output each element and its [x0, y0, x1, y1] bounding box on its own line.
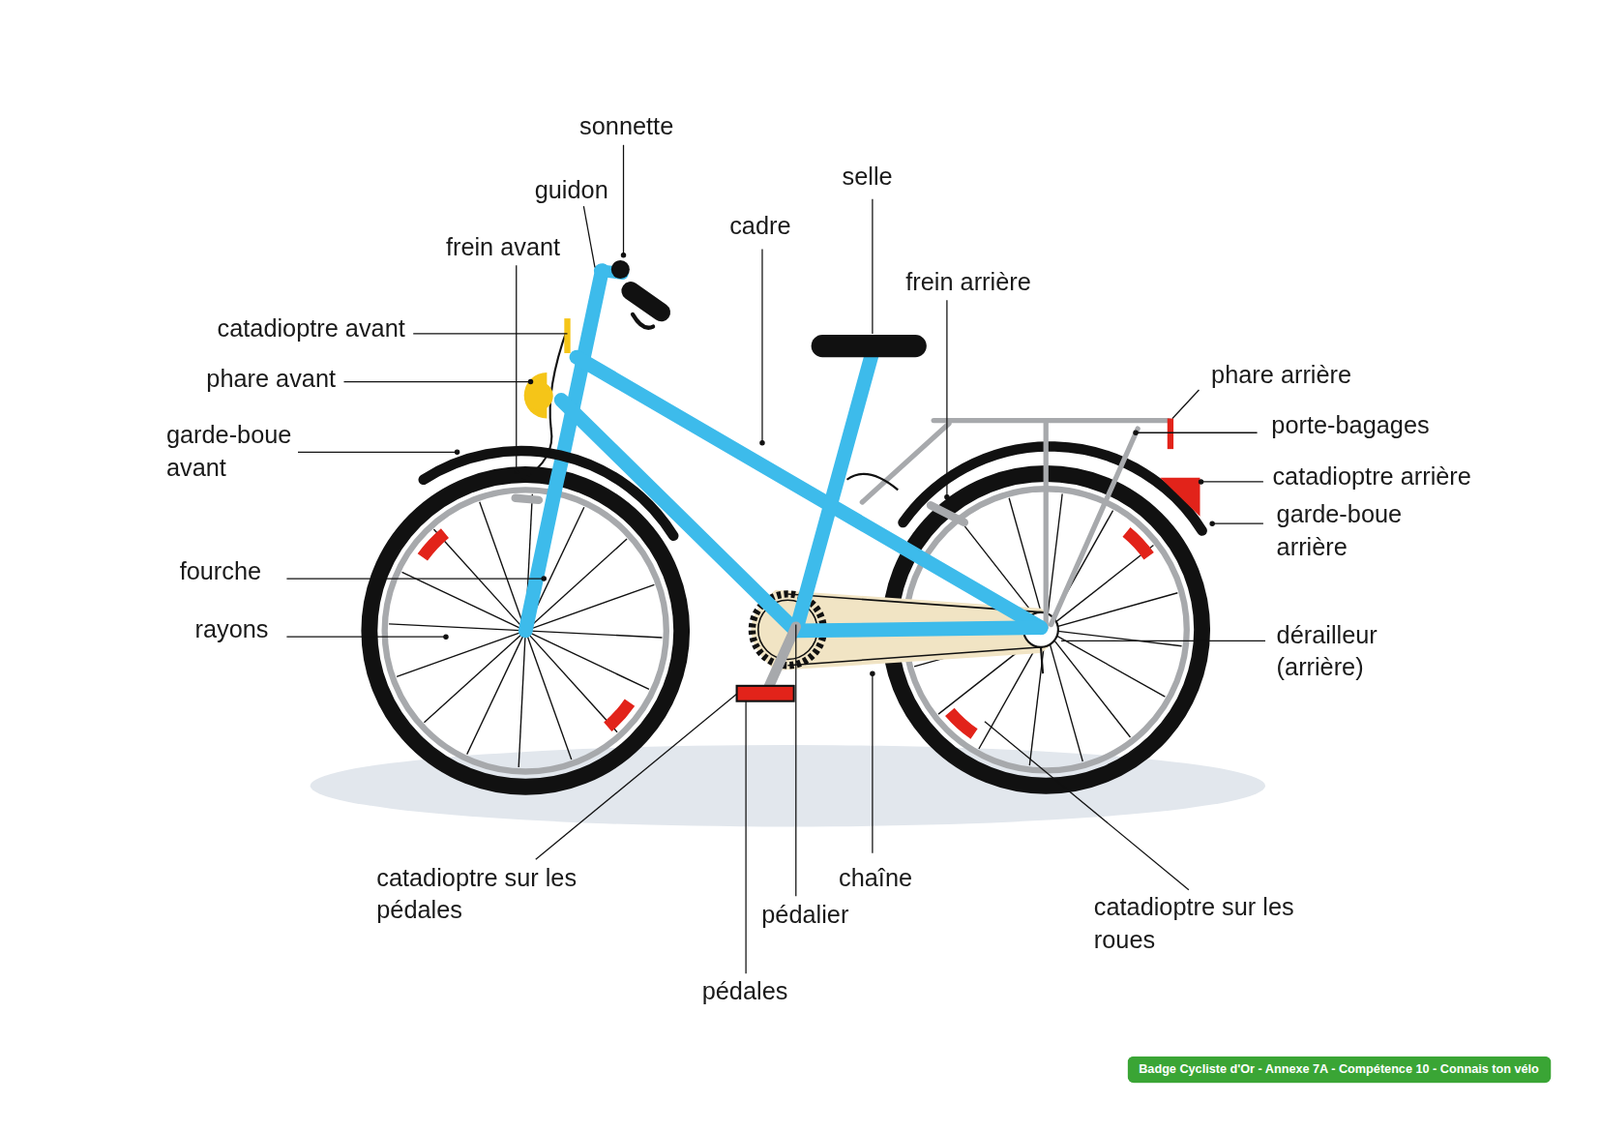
- pedal: [737, 685, 795, 702]
- saddle: [811, 334, 927, 357]
- part-label: frein arrière: [905, 265, 1031, 298]
- spoke: [525, 584, 654, 630]
- spoke: [1045, 545, 1154, 630]
- part-label: selle: [842, 160, 893, 194]
- brake-cable: [522, 328, 567, 480]
- spoke: [518, 630, 526, 768]
- bell: [611, 260, 630, 279]
- spoke: [1045, 629, 1182, 647]
- wheel-reflector: [945, 708, 978, 740]
- front-brake: [515, 498, 539, 501]
- spoke: [1045, 629, 1083, 762]
- part-label: phare avant: [206, 361, 336, 395]
- part-label: rayons: [194, 613, 268, 647]
- spoke: [396, 630, 526, 677]
- wheel-reflector: [1122, 527, 1154, 560]
- part-label: porte-bagages: [1271, 409, 1429, 443]
- spokes: [388, 494, 1182, 769]
- rear-reflector: [1159, 477, 1200, 517]
- part-label: catadioptre avant: [217, 312, 406, 346]
- crank-arm: [767, 626, 797, 690]
- front-mudguard: [423, 450, 674, 536]
- part-label: phare arrière: [1211, 357, 1352, 391]
- leader-lines: [286, 145, 1266, 975]
- part-label: catadioptre sur les pédales: [376, 860, 581, 927]
- part-label: chaîne: [838, 860, 913, 894]
- rear-brake: [930, 504, 965, 523]
- part-label: catadioptre arrière: [1272, 460, 1471, 494]
- part-label: garde-boue arrière: [1276, 498, 1441, 564]
- spoke: [402, 571, 527, 631]
- spoke: [525, 630, 650, 690]
- spoke: [525, 630, 662, 638]
- badge-text: Badge Cycliste d'Or - Annexe 7A - Compét…: [1138, 1061, 1541, 1077]
- front-reflector: [563, 318, 570, 354]
- spoke: [467, 630, 527, 755]
- badge-box: Badge Cycliste d'Or - Annexe 7A - Compét…: [1127, 1056, 1552, 1083]
- rear-light: [1167, 417, 1174, 449]
- wheel-reflector: [603, 698, 635, 732]
- part-label: garde-boue avant: [166, 417, 330, 484]
- spoke: [388, 623, 526, 631]
- part-label: fourche: [179, 555, 262, 589]
- chain: [787, 647, 1043, 666]
- spoke: [1045, 629, 1165, 697]
- spoke: [433, 529, 526, 631]
- spoke: [423, 630, 526, 723]
- front-light: [524, 382, 554, 412]
- part-label: dérailleur (arrière): [1276, 618, 1430, 684]
- part-label: pédalier: [761, 897, 849, 931]
- part-label: catadioptre sur les roues: [1094, 890, 1299, 957]
- derailleur: [1040, 647, 1043, 674]
- spoke: [525, 630, 618, 733]
- luggage-rack: [861, 420, 1168, 628]
- wheel-reflector: [417, 528, 449, 561]
- brake-lever: [632, 314, 653, 328]
- brake-cable: [847, 474, 899, 490]
- spoke: [479, 502, 526, 631]
- part-label: cadre: [729, 208, 791, 242]
- spoke: [1045, 629, 1130, 738]
- rear-mudguard: [903, 445, 1203, 531]
- part-label: guidon: [534, 173, 609, 207]
- part-label: pédales: [702, 974, 789, 1008]
- frame: [525, 270, 1041, 631]
- part-label: sonnette: [579, 110, 674, 144]
- spoke: [1045, 592, 1178, 630]
- part-label: frein avant: [445, 230, 561, 264]
- spoke: [525, 630, 571, 760]
- handlebar-grip: [630, 291, 662, 313]
